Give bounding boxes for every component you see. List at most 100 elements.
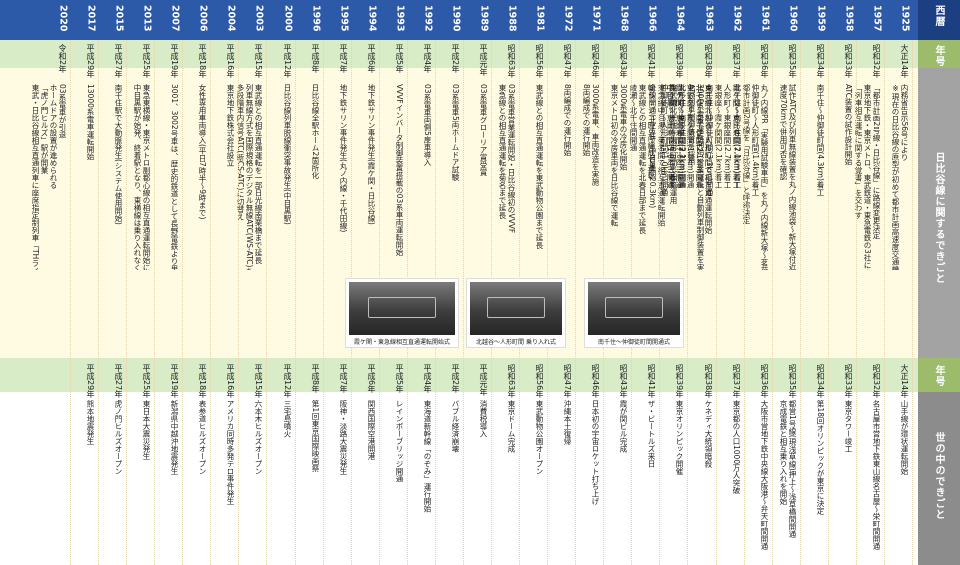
subway-event: 霞ケ関〜恵比寿間(7.0km)開通 xyxy=(675,84,684,189)
world-event: 名古屋市営地下鉄東山線名古屋〜栄町間開通 xyxy=(872,400,881,550)
subway-event: 女性専用車両導入(平日7時半〜9時まで) xyxy=(198,84,207,220)
column-divider xyxy=(323,40,324,565)
era-label-bottom: 平成12年 xyxy=(283,364,292,399)
subway-event: 東武線北越谷〜人形町間で相互直通運転開始 xyxy=(704,84,713,234)
column-divider xyxy=(182,40,183,565)
era-label-bottom: 平成18年 xyxy=(198,364,207,399)
subway-event: 内務省告示56号により xyxy=(900,84,909,162)
subway-event: 「都市計画2号線・日比谷線」に路線変更決定 xyxy=(872,84,881,239)
era-label: 昭和56年 xyxy=(535,44,544,79)
era-label: 平成19年 xyxy=(170,44,179,79)
era-label: 昭和33年 xyxy=(844,44,853,79)
era-label: 平成16年 xyxy=(226,44,235,79)
column-divider xyxy=(744,40,745,565)
era-label: 平成15年 xyxy=(254,44,263,79)
column-divider xyxy=(126,40,127,565)
year-label: 1925 xyxy=(899,5,911,32)
rail-era-top: 年号 xyxy=(918,40,960,68)
era-label: 昭和35年 xyxy=(788,44,797,79)
column-divider xyxy=(98,40,99,565)
subway-event: 3000系電車の冷房化開始 xyxy=(619,84,628,171)
year-label: 2003 xyxy=(253,5,265,32)
era-label-bottom: 平成15年 xyxy=(254,364,263,399)
rail-header: 西暦 xyxy=(918,0,960,40)
column-divider xyxy=(575,40,576,565)
year-label: 2020 xyxy=(57,5,69,32)
era-label-bottom: 昭和37年 xyxy=(732,364,741,399)
column-divider xyxy=(210,40,211,565)
column-divider xyxy=(912,40,913,565)
era-label-bottom: 平成4年 xyxy=(423,364,432,394)
era-label: 令和2年 xyxy=(58,44,67,74)
era-label: 昭和47年 xyxy=(563,44,572,79)
world-event: 消費税導入 xyxy=(479,400,488,438)
era-label: 平成2年 xyxy=(451,44,460,74)
year-label: 1962 xyxy=(731,5,743,32)
subway-event: 人形町〜東銀座間(2.7km)開通 xyxy=(677,84,686,189)
world-event: 東海道新幹線「のぞみ」運行開始 xyxy=(423,400,432,513)
subway-event: 東銀座〜霞ケ関間(1.8km)開通 xyxy=(686,84,695,189)
subway-events-band xyxy=(0,68,918,358)
era-label-bottom: 昭和46年 xyxy=(591,364,600,399)
subway-event: 3000系電車、車両改造を実施 xyxy=(591,84,600,186)
subway-event: 速度70kmで併用可否を確認 xyxy=(779,84,788,181)
subway-event: 北千住〜南千住間(2.1km)開通 xyxy=(695,84,704,189)
world-event: 熊本地震発生 xyxy=(86,400,95,445)
subway-event: 東武線との相互直通運転を一部日光線南栗橋まで延長 xyxy=(254,84,263,264)
era-label-bottom: 平成16年 xyxy=(226,364,235,399)
year-label: 2015 xyxy=(113,5,125,32)
column-divider xyxy=(828,40,829,565)
era-band-top xyxy=(0,40,918,68)
subway-event: 東京地下鉄株式会社設立 xyxy=(226,84,235,167)
era-label: 昭和34年 xyxy=(816,44,825,79)
world-event: 京成電鉄と相互乗り入れを開始 xyxy=(779,400,788,505)
subway-event: 03系電車が引退 xyxy=(58,84,67,139)
subway-event: 中目黒〜恵比寿間(1.0km)開通 xyxy=(666,84,675,189)
subway-event: 「虎ノ門ヒルズ」駅が開業 xyxy=(40,84,49,174)
era-label-bottom: 昭和33年 xyxy=(844,364,853,399)
era-label: 昭和63年 xyxy=(507,44,516,79)
year-label: 1960 xyxy=(787,5,799,32)
rail-label-era-bottom: 年号 xyxy=(933,365,944,387)
era-label-bottom: 昭和36年 xyxy=(760,364,769,399)
column-divider xyxy=(295,40,296,565)
subway-event: 13000系電車運転開始 xyxy=(86,84,95,161)
subway-event: 南千住〜仲御徒町間(3.3km)開通 xyxy=(705,84,714,196)
world-event: 六本木ヒルズオープン xyxy=(254,400,263,475)
rail-label-year: 西暦 xyxy=(933,5,944,27)
era-label: 平成12年 xyxy=(283,44,292,79)
era-label: 平成4年 xyxy=(423,44,432,74)
subway-event: 北千住〜南千住間(2.1km)開通 xyxy=(678,84,687,189)
era-label-bottom: 昭和47年 xyxy=(563,364,572,399)
era-label-bottom: 平成29年 xyxy=(86,364,95,399)
world-event: アメリカ同時多発テロ事件発生 xyxy=(226,400,235,505)
column-divider xyxy=(238,40,239,565)
world-event: 三宅島噴火 xyxy=(283,400,292,438)
world-event: ケネディ大統領暗殺 xyxy=(704,400,713,468)
subway-event: 中目黒駅が始発、終着駅となり、東横線は乗り入れなくなる xyxy=(133,84,142,270)
subway-event: 霞ケ関〜恵比寿間(7.0km)着工 xyxy=(732,84,741,189)
world-event: 関西国際空港開港 xyxy=(367,400,376,460)
era-band-bottom xyxy=(0,358,918,392)
subway-event: ※現在の日比谷線の原型が初めて都市計画高速度交通機関路線に登場 xyxy=(891,84,900,270)
photo-2-caption: 北越谷〜人形町間 乗り入れ式 xyxy=(476,339,556,346)
photo-1-image xyxy=(588,282,680,335)
subway-event: ATC列車制御装置を採用 xyxy=(687,84,696,166)
era-label: 昭和37年 xyxy=(732,44,741,79)
year-label: 1988 xyxy=(506,5,518,32)
era-label-bottom: 平成2年 xyxy=(451,364,460,394)
subway-event: 北千住〜南千住間(2.1km)着工 xyxy=(733,84,742,189)
column-divider xyxy=(772,40,773,565)
rail-era-bottom: 年号 xyxy=(918,358,960,392)
subway-event: 東京地下鉄・東京メトロ、東武鉄道・東急電鉄の3社による xyxy=(863,84,872,270)
world-event: 虎ノ門ヒルズオープン xyxy=(114,400,123,475)
year-label: 1971 xyxy=(590,5,602,32)
era-label: 平成8年 xyxy=(311,44,320,74)
world-event: 山手線が環状運転開始 xyxy=(900,400,909,475)
subway-event: ホームドアの設置が進められる xyxy=(49,84,58,189)
era-label-bottom: 昭和35年 xyxy=(788,364,797,399)
world-event: 東京都の人口1000万人突破 xyxy=(732,400,741,495)
year-label: 1966 xyxy=(646,5,658,32)
year-label: 1989 xyxy=(478,5,490,32)
